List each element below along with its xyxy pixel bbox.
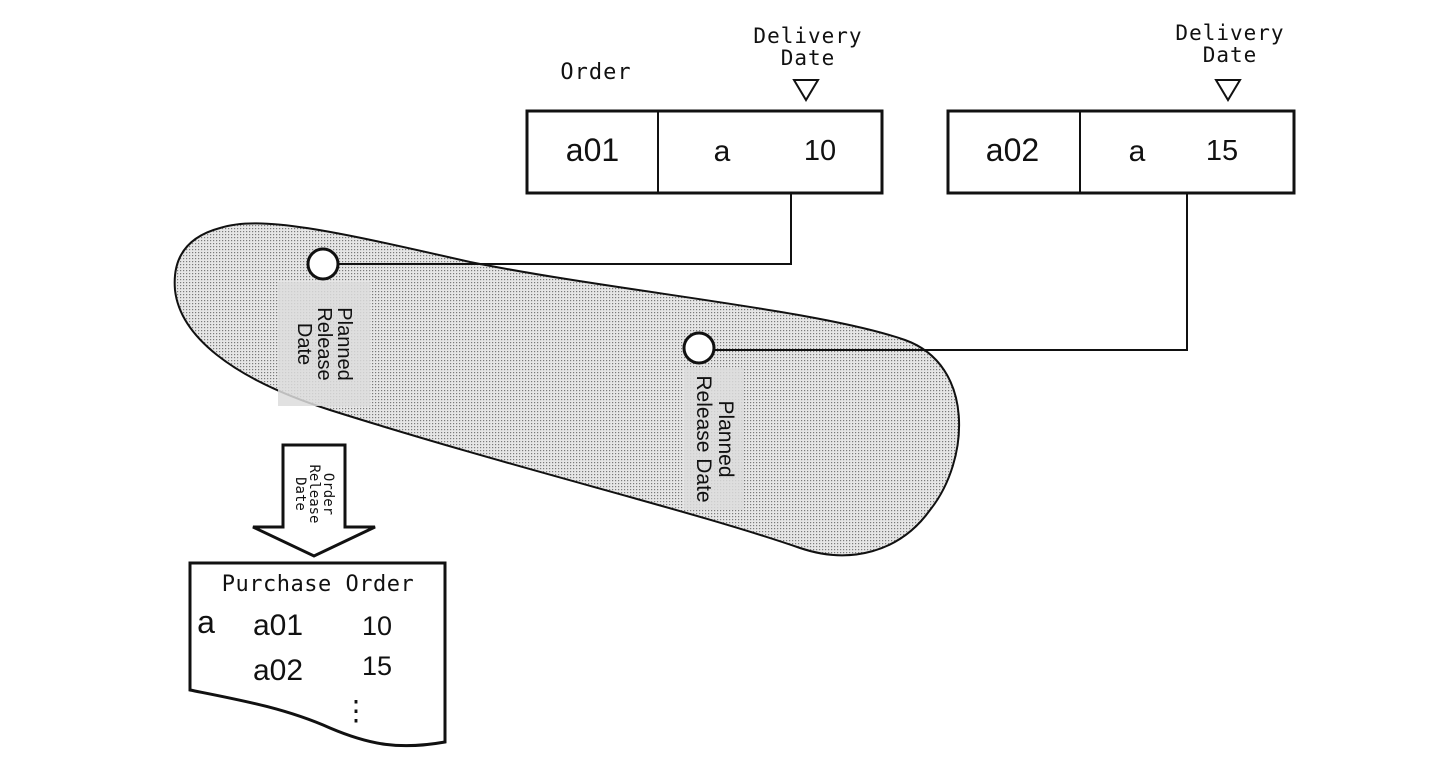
order-item-a02: a (1128, 135, 1146, 168)
order-column-header: Order (560, 60, 632, 85)
order-code-a02: a02 (985, 132, 1040, 168)
purchase-order-row-value-a02: 15 (361, 651, 393, 681)
delivery-date-label-2: Delivery Date (1175, 21, 1285, 68)
delivery-date-label-1: Delivery Date (753, 24, 863, 71)
order-value-a01: 10 (803, 135, 837, 167)
purchase-order-row-code-a01: a01 (252, 609, 304, 642)
planned-release-date-label-2: Planned Release Date (692, 375, 738, 503)
planned-release-label-bg-2 (684, 368, 744, 510)
order-release-arrow (252, 443, 376, 558)
delivery-date-marker-2 (1214, 79, 1242, 102)
release-point-1 (306, 247, 340, 281)
order-record-a02 (946, 109, 1296, 195)
delivery-date-marker-1 (792, 79, 820, 102)
order-release-date-label: Order Release Date (292, 464, 336, 524)
purchase-order-document (188, 561, 447, 748)
purchase-order-title: Purchase Order (221, 572, 415, 597)
planned-release-label-bg-1 (278, 282, 370, 406)
planned-release-date-label-1: Planned Release Date (293, 307, 355, 381)
order-code-a01: a01 (565, 132, 620, 168)
planning-region (173, 222, 961, 557)
connector-line-2 (699, 193, 1188, 351)
release-point-2 (682, 331, 716, 365)
connector-line-1 (323, 193, 792, 265)
purchase-order-continuation: ⋮ (342, 695, 370, 726)
order-value-a02: 15 (1205, 135, 1239, 167)
order-record-a01 (525, 109, 884, 195)
purchase-order-row-code-a02: a02 (252, 654, 304, 687)
order-item-a01: a (713, 135, 731, 168)
purchase-order-row-value-a01: 10 (361, 611, 393, 641)
purchase-order-item: a (197, 604, 215, 640)
